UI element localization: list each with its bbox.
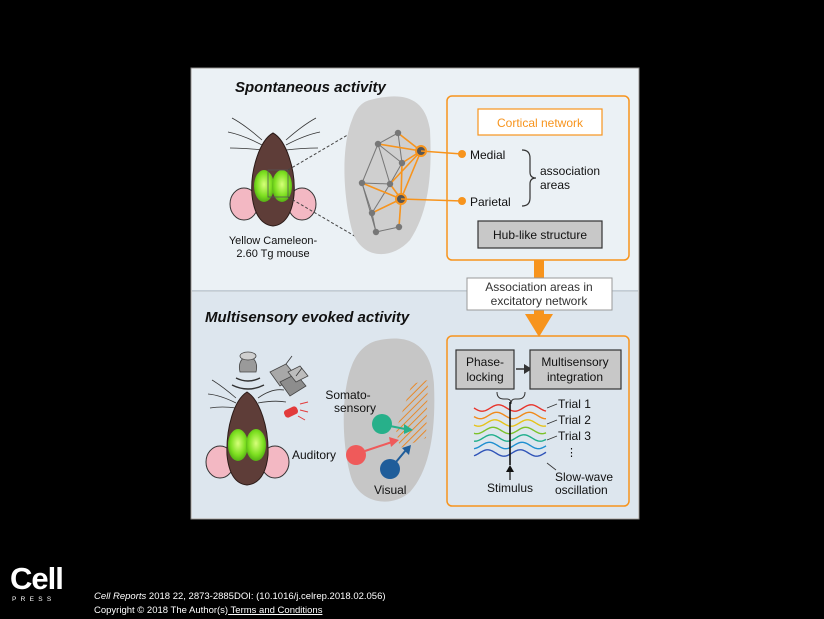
association-line2: areas xyxy=(540,178,570,192)
brain-left-icon xyxy=(254,170,274,202)
copyright-line: Copyright © 2018 The Author(s) Terms and… xyxy=(94,605,322,616)
phase-locking-box xyxy=(455,349,515,390)
phase-line1: Phase- xyxy=(466,355,504,369)
visual-circle xyxy=(380,459,400,479)
cell-press-logo-subtitle: PRESS xyxy=(12,596,56,603)
hub-structure-box xyxy=(477,220,603,249)
brain-right-bottom-icon xyxy=(246,429,266,461)
somatosensory-circle xyxy=(372,414,392,434)
somato-line1: Somato- xyxy=(325,388,370,402)
citation-text: 2018 22, 2873-2885DOI: (10.1016/j.celrep… xyxy=(146,591,386,602)
visual-arrow-head-icon xyxy=(402,445,411,455)
trial1-leader xyxy=(546,403,558,409)
medial-dot xyxy=(458,150,466,158)
cortical-network-label: Cortical network xyxy=(497,116,584,130)
somato-line2: sensory xyxy=(334,401,376,415)
brain-left-bottom-icon xyxy=(228,429,248,461)
top-panel-title: Spontaneous activity xyxy=(235,79,387,96)
mouse-bottom-illustration xyxy=(205,379,290,486)
citation-line: Cell Reports 2018 22, 2873-2885DOI: (10.… xyxy=(94,591,386,602)
speaker-icon xyxy=(231,351,265,390)
stimulus-label: Stimulus xyxy=(487,481,533,495)
visual-label: Visual xyxy=(374,483,406,497)
auditory-circle xyxy=(346,445,366,465)
zoom-line-bottom xyxy=(287,196,371,246)
connector-label-box xyxy=(466,277,613,311)
whiskers-bottom-icon xyxy=(207,379,287,409)
mouse-label-line1: Yellow Cameleon- xyxy=(229,235,318,247)
integration-box xyxy=(446,335,630,507)
association-line1: association xyxy=(540,164,600,178)
led-icon xyxy=(283,401,309,421)
medial-label: Medial xyxy=(470,148,505,162)
connector-line1: Association areas in xyxy=(485,280,592,294)
phase-to-integration-arrow-icon xyxy=(524,364,532,374)
stimulus-arrow-head-icon xyxy=(506,465,514,472)
whisker-stimulator-icon xyxy=(269,355,309,397)
trial1-label: Trial 1 xyxy=(558,397,591,411)
trial2-leader xyxy=(546,419,558,425)
bottom-panel-title: Multisensory evoked activity xyxy=(205,309,410,326)
somatosensory-arrow-head-icon xyxy=(404,424,413,434)
phase-line2: locking xyxy=(466,370,503,384)
multisensory-integration-box xyxy=(529,349,622,390)
trial2-label: Trial 2 xyxy=(558,413,591,427)
brain-right-icon xyxy=(272,170,292,202)
parietal-label: Parietal xyxy=(470,195,511,209)
auditory-arrow-head-icon xyxy=(389,437,399,447)
cell-press-logo: Cell xyxy=(10,561,64,596)
auditory-arrow-line xyxy=(364,441,393,452)
slowwave-leader xyxy=(546,462,557,471)
slowwave-line2: oscillation xyxy=(555,483,608,497)
connector-line2: excitatory network xyxy=(491,294,589,308)
somatosensory-arrow-line xyxy=(389,425,406,430)
hub-structure-label: Hub-like structure xyxy=(493,228,587,242)
connector-arrow-head-icon xyxy=(525,314,553,337)
cortical-network-label-box xyxy=(477,108,603,136)
imaging-region-box xyxy=(267,169,289,198)
visual-arrow-line xyxy=(395,449,407,463)
trial3-leader xyxy=(546,435,558,441)
association-brace-icon xyxy=(521,149,537,207)
auditory-label: Auditory xyxy=(292,448,336,462)
medial-link-line xyxy=(420,150,463,155)
mouse-label-line2: 2.60 Tg mouse xyxy=(236,248,309,260)
mouse-top-illustration xyxy=(227,117,321,227)
trial-ellipsis: ⋮ xyxy=(566,447,577,459)
parietal-link-line xyxy=(400,198,463,202)
terms-and-conditions-link[interactable]: Terms and Conditions xyxy=(228,605,323,616)
whiskers-icon xyxy=(227,117,321,151)
parietal-dot xyxy=(458,197,466,205)
journal-name: Cell Reports xyxy=(94,591,147,602)
multi-line1: Multisensory xyxy=(541,355,608,369)
phase-brace-icon xyxy=(496,391,526,405)
slowwave-line1: Slow-wave xyxy=(555,470,613,484)
trial3-label: Trial 3 xyxy=(558,429,591,443)
copyright-text: Copyright © 2018 The Author(s) xyxy=(94,605,229,616)
multi-line2: integration xyxy=(547,370,603,384)
